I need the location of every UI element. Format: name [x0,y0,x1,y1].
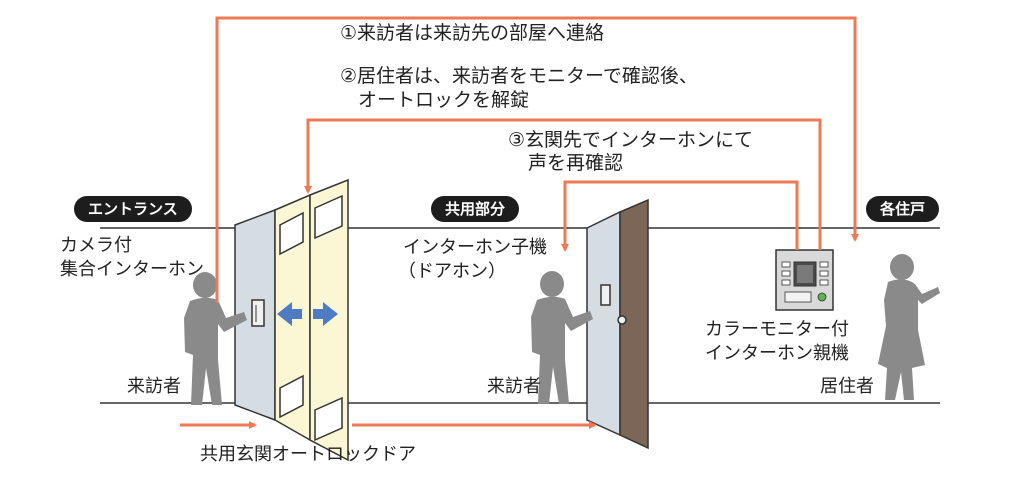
step-3-text-line2: 声を再確認 [528,152,624,174]
flow-arrow-3 [561,180,799,252]
area-pill-unit: 各住戸 [866,196,940,222]
door-knob [617,315,627,325]
visitor-label-entrance: 来訪者 [127,376,181,397]
slide-right-arrow [313,302,338,326]
monitor-intercom [775,249,834,311]
door-leaf [619,198,649,450]
area-pill-entrance: エントランス [74,196,192,222]
visitor-silhouette-door [531,271,593,404]
monitor-green-button [817,292,827,302]
door-unit-label-line1: インターホン子機 [403,237,547,258]
monitor-label-line2: インターホン親機 [705,343,849,364]
monitor-label-line1: カラーモニター付 [705,319,849,340]
autolock-door [234,178,349,462]
camera-intercom-label-line1: カメラ付 [60,235,132,256]
autolock-door-label: 共用玄関オートロックドア [200,444,416,465]
door-intercom-unit [600,284,611,306]
door-frame [586,210,621,437]
visitor-silhouette-entrance [184,272,247,405]
area-pill-common: 共用部分 [431,196,520,222]
intercom-unit [251,299,265,327]
camera-intercom-label-line2: 集合インターホン [60,259,204,280]
flow-arrow-2 [304,118,822,250]
resident-silhouette [878,254,940,400]
resident-label: 居住者 [820,376,874,397]
visitor-label-door: 来訪者 [487,376,541,397]
flow-arrow-1 [215,16,859,303]
step-2-text-line1: ②居住者は、来訪者をモニターで確認後、 [340,65,698,87]
slide-left-arrow [277,302,302,326]
step-2-text-line2: オートロックを解錠 [358,89,530,111]
step-3-text-line1: ③玄関先でインターホンにて [508,129,754,151]
step-1-text: ①来訪者は来訪先の部屋へ連絡 [340,22,605,44]
unit-door [586,198,649,450]
door-unit-label-line2: （ドアホン） [398,261,506,282]
